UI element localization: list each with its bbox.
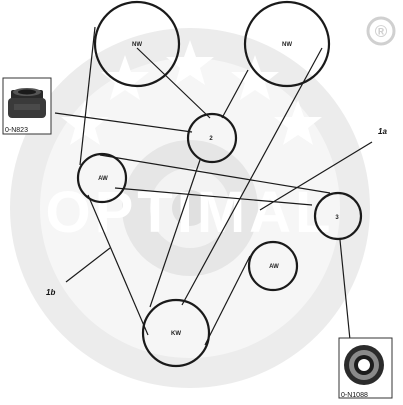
pulley-label-nw-left: NW	[132, 42, 142, 48]
pulley-nw-left	[93, 0, 181, 88]
part-caption-left: 0-N823	[5, 127, 28, 134]
watermark-star	[231, 55, 279, 100]
pulley-label-tensioner-3: 3	[335, 215, 339, 221]
part-photo-left: 0-N823	[2, 77, 52, 135]
watermark: OPTIMAL	[10, 28, 370, 388]
pulley-label-aw-left: AW	[98, 176, 108, 182]
watermark-letters: OPTIMAL	[46, 180, 335, 245]
part-photo-right: 0-N1088	[338, 337, 393, 399]
pulley-label-kw: KW	[171, 331, 181, 337]
belt-label-1a: 1a	[378, 127, 387, 136]
pulley-kw	[141, 298, 211, 368]
pulley-label-tensioner-2: 2	[209, 136, 213, 142]
pulley-label-aw-right: AW	[269, 264, 279, 270]
pulley-nw-right	[243, 0, 331, 88]
watermark-star	[101, 55, 149, 100]
watermark-star	[166, 40, 214, 85]
registered-mark: ®	[366, 16, 396, 46]
pulley-tensioner-2	[186, 112, 238, 164]
part-caption-right: 0-N1088	[341, 392, 368, 399]
belt-label-1b: 1b	[46, 288, 55, 297]
pulley-tensioner-3	[313, 191, 363, 241]
svg-text:®: ®	[375, 22, 388, 41]
belt-path	[54, 26, 373, 346]
pulley-aw-left	[76, 152, 128, 204]
pulley-label-nw-right: NW	[282, 42, 292, 48]
watermark-star	[274, 100, 322, 145]
pulley-aw-right	[247, 240, 299, 292]
